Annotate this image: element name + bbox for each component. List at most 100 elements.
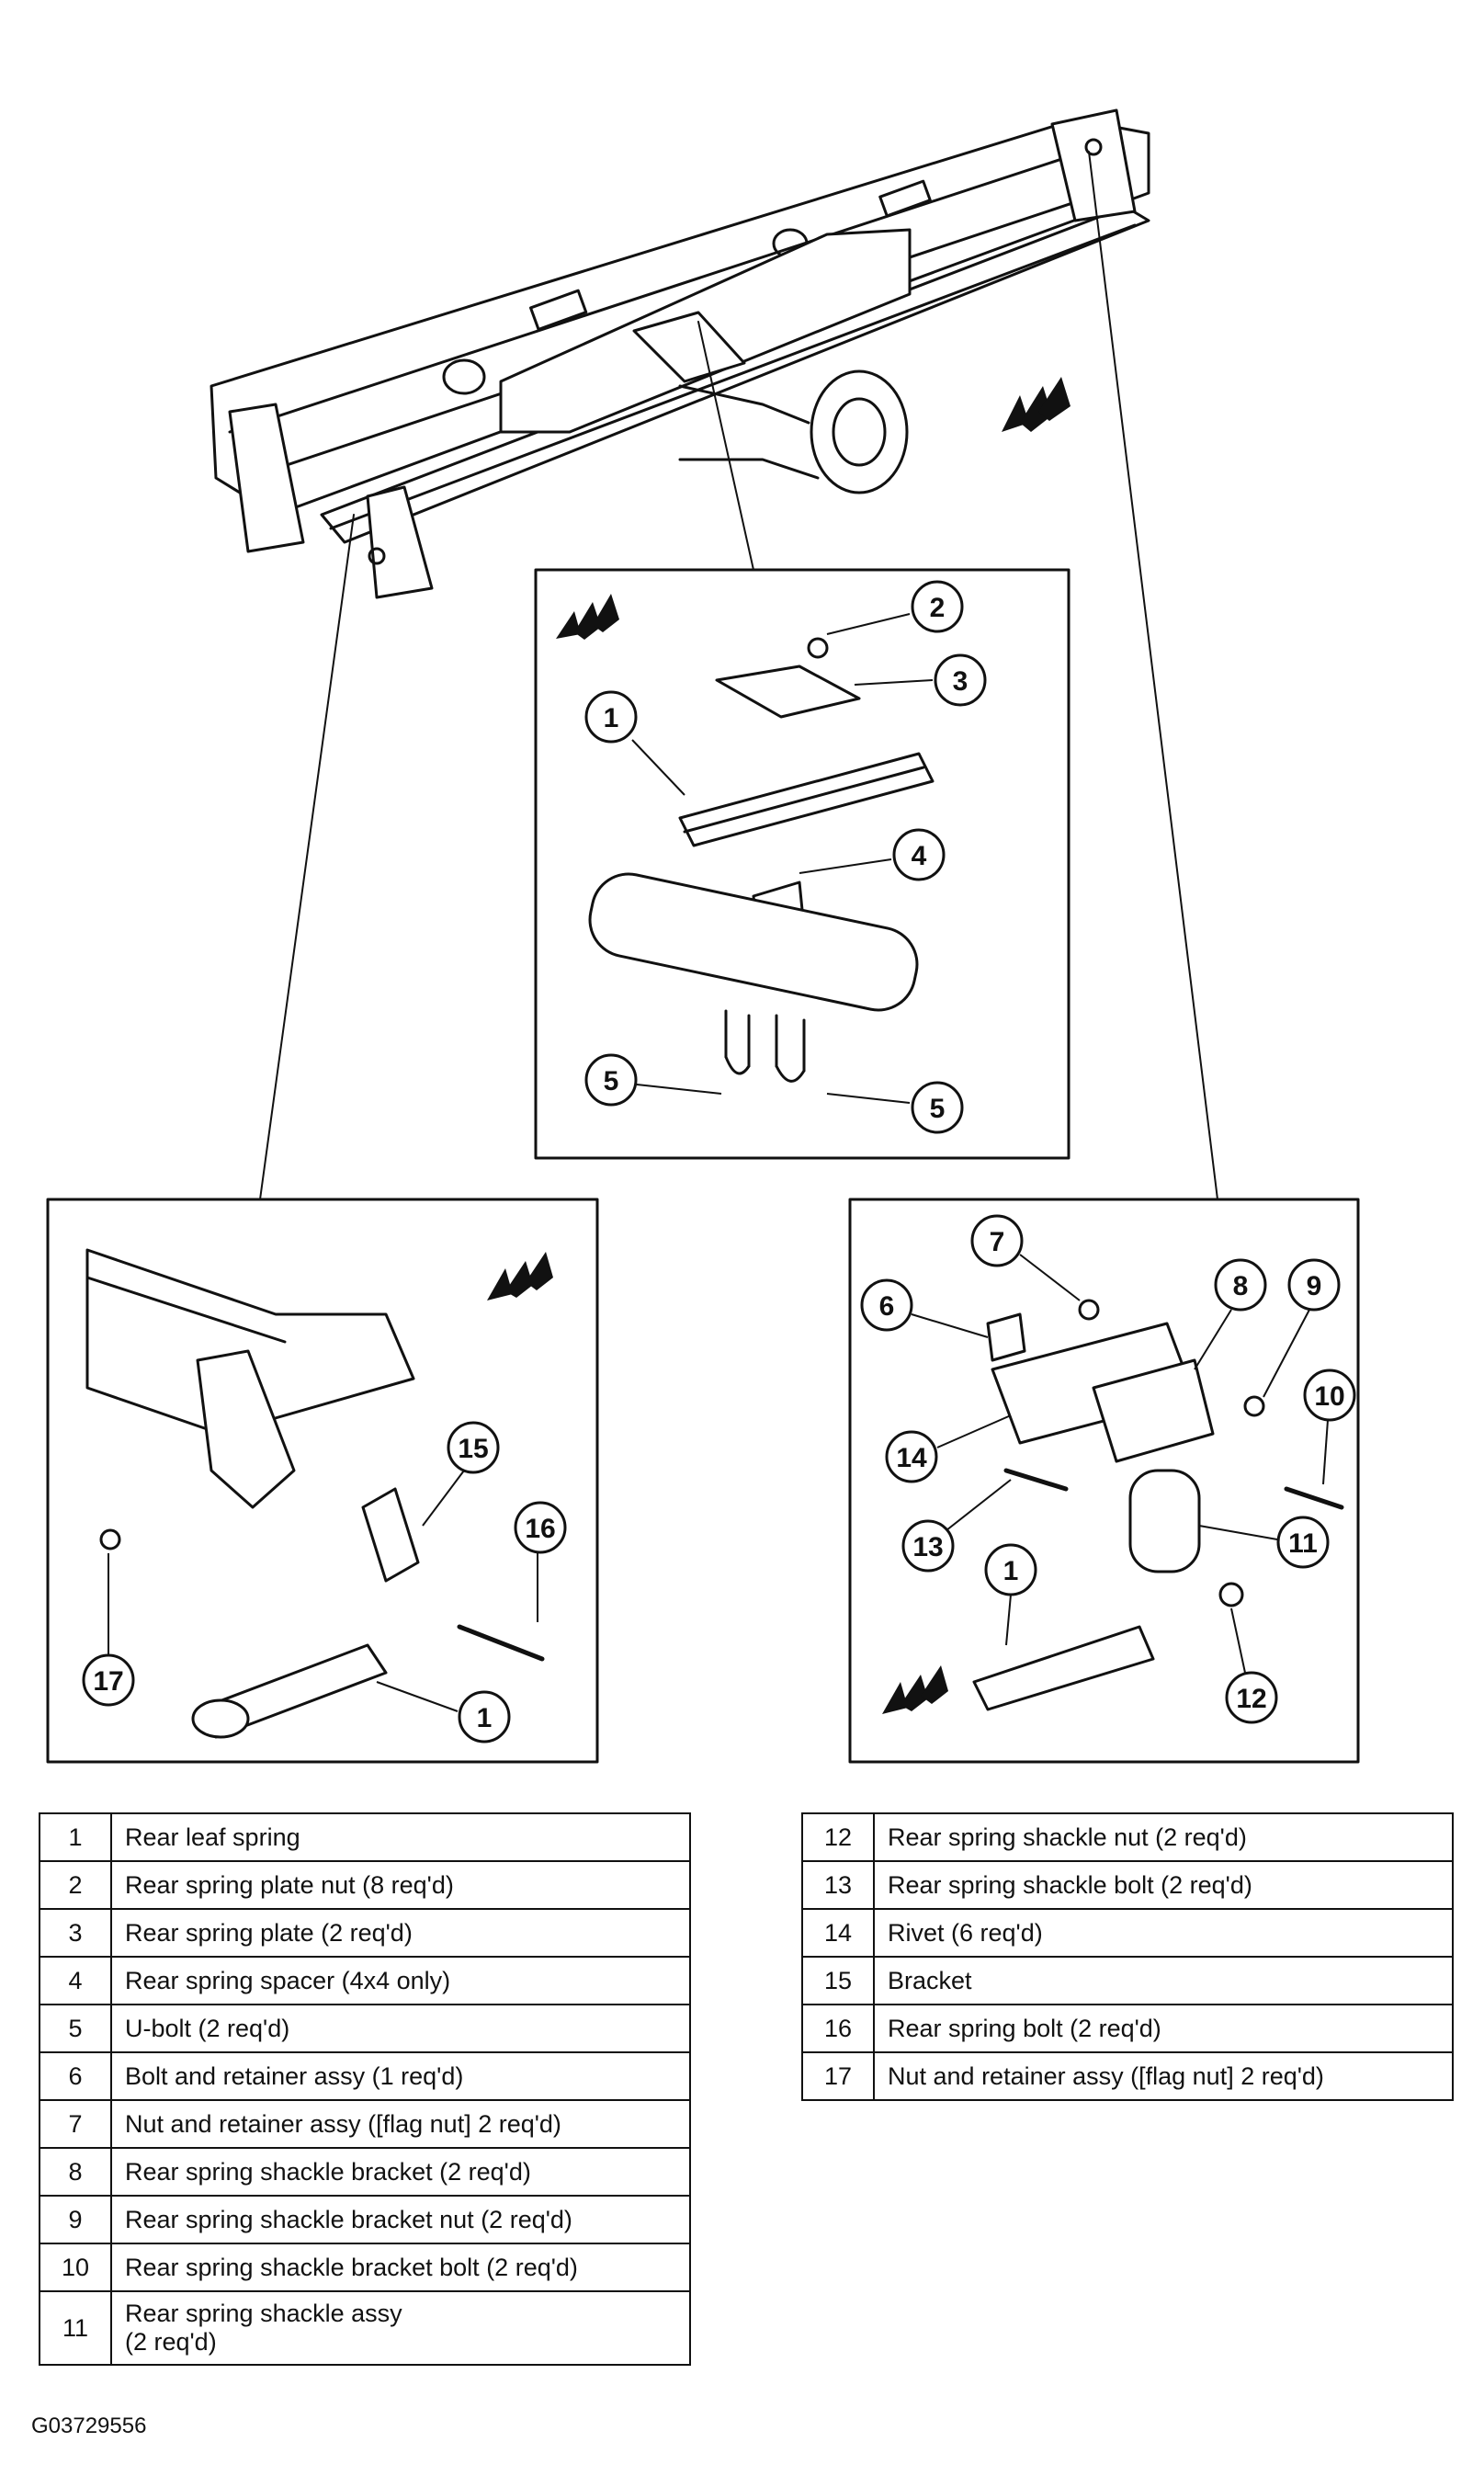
part-description: Rear spring bolt (2 req'd): [873, 2004, 1454, 2053]
part-number: 3: [39, 1908, 112, 1958]
part-number: 9: [39, 2195, 112, 2244]
part-description-line1: Rear spring shackle assy: [125, 2300, 402, 2327]
callout-11: 11: [1198, 1516, 1330, 1569]
figure-id: G03729556: [31, 2414, 147, 2438]
forward-direction-arrow-icon: [1002, 377, 1071, 432]
callout-1-left: 1: [376, 1681, 511, 1743]
part-number: 7: [39, 2099, 112, 2149]
part-number: 8: [39, 2147, 112, 2197]
svg-text:8: 8: [1233, 1271, 1249, 1301]
svg-text:4: 4: [912, 841, 927, 871]
svg-text:10: 10: [1314, 1381, 1344, 1412]
part-number: 14: [801, 1908, 875, 1958]
callout-3: 3: [854, 653, 987, 707]
callout-5-left: 5: [584, 1053, 722, 1107]
svg-text:1: 1: [604, 703, 619, 733]
part-number: 10: [39, 2243, 112, 2292]
callout-8: 8: [1194, 1258, 1267, 1370]
detail-box-rear-shackle: [848, 1198, 1360, 1764]
svg-text:5: 5: [604, 1066, 619, 1096]
part-description: Nut and retainer assy ([flag nut] 2 req'…: [873, 2051, 1454, 2101]
svg-text:6: 6: [879, 1291, 895, 1322]
callout-10: 10: [1303, 1369, 1356, 1485]
callout-1: 1: [584, 690, 685, 796]
part-number: 17: [801, 2051, 875, 2101]
part-number: 11: [39, 2290, 112, 2366]
part-description: Nut and retainer assy ([flag nut] 2 req'…: [110, 2099, 691, 2149]
svg-text:7: 7: [990, 1227, 1005, 1257]
svg-text:1: 1: [1003, 1556, 1019, 1586]
part-description: Rivet (6 req'd): [873, 1908, 1454, 1958]
callouts-left: 15 16 17 1: [82, 1421, 567, 1743]
part-description: Rear leaf spring: [110, 1812, 691, 1862]
svg-text:14: 14: [896, 1443, 927, 1473]
svg-text:11: 11: [1288, 1528, 1318, 1559]
right-direction-arrow-icon: [882, 1665, 948, 1714]
callout-13: 13: [901, 1479, 1012, 1573]
part-number: 2: [39, 1860, 112, 1910]
callout-15: 15: [422, 1421, 500, 1527]
callout-9: 9: [1263, 1258, 1341, 1398]
part-number: 16: [801, 2004, 875, 2053]
part-number: 4: [39, 1956, 112, 2005]
callout-14: 14: [885, 1414, 1012, 1483]
part-number: 12: [801, 1812, 875, 1862]
svg-text:13: 13: [912, 1532, 943, 1562]
part-description: Rear spring shackle bolt (2 req'd): [873, 1860, 1454, 1910]
callout-1-right: 1: [984, 1543, 1037, 1646]
vehicle-frame-assembly: [210, 108, 1150, 599]
svg-text:5: 5: [930, 1094, 946, 1124]
svg-text:15: 15: [458, 1434, 488, 1464]
svg-text:16: 16: [525, 1514, 555, 1544]
svg-text:2: 2: [930, 593, 946, 623]
svg-text:9: 9: [1307, 1271, 1322, 1301]
callout-4: 4: [799, 828, 946, 881]
callout-2: 2: [826, 580, 964, 635]
part-number: 5: [39, 2004, 112, 2053]
center-direction-arrow-icon: [556, 594, 619, 640]
callouts-center: 2 3 1 4 5 5: [584, 580, 987, 1134]
part-number: 15: [801, 1956, 875, 2005]
part-description: Bolt and retainer assy (1 req'd): [110, 2051, 691, 2101]
callout-6: 6: [860, 1278, 989, 1338]
svg-text:17: 17: [93, 1666, 123, 1697]
callout-5-right: 5: [826, 1081, 964, 1134]
part-description: Bracket: [873, 1956, 1454, 2005]
part-description: Rear spring plate (2 req'd): [110, 1908, 691, 1958]
left-direction-arrow-icon: [487, 1252, 553, 1300]
part-description: Rear spring shackle bracket bolt (2 req'…: [110, 2243, 691, 2292]
part-description: Rear spring shackle assy(2 req'd): [110, 2290, 691, 2366]
callout-12: 12: [1225, 1607, 1278, 1724]
svg-text:3: 3: [953, 666, 969, 697]
part-description: Rear spring shackle nut (2 req'd): [873, 1812, 1454, 1862]
part-description: Rear spring shackle bracket nut (2 req'd…: [110, 2195, 691, 2244]
callout-16: 16: [514, 1501, 567, 1622]
exploded-view-diagram: 2 3 1 4 5 5 15 16 17 1 7 8 9 6 10 14 13 …: [46, 108, 1360, 1764]
part-number: 6: [39, 2051, 112, 2101]
part-description: Rear spring plate nut (8 req'd): [110, 1860, 691, 1910]
svg-text:12: 12: [1236, 1684, 1266, 1714]
callout-17: 17: [82, 1553, 135, 1707]
svg-text:1: 1: [477, 1703, 493, 1733]
part-number: 1: [39, 1812, 112, 1862]
part-description: U-bolt (2 req'd): [110, 2004, 691, 2053]
part-number: 13: [801, 1860, 875, 1910]
part-description: Rear spring shackle bracket (2 req'd): [110, 2147, 691, 2197]
